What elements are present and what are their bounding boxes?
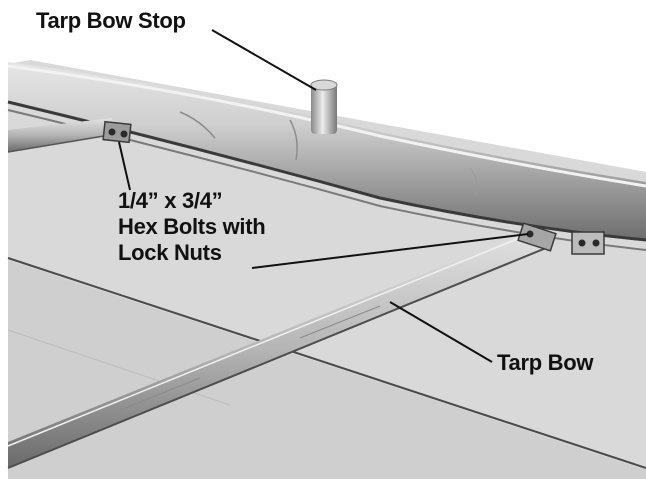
tarp-bow	[8, 230, 546, 468]
leader-line-stop	[211, 29, 317, 91]
tarp-seam-line	[7, 257, 646, 469]
rail-bracket-plate	[571, 231, 605, 255]
left-tarp-bow	[8, 118, 116, 152]
hex-bolts-label-line2: Hex Bolts with	[118, 214, 266, 239]
tarp-bow-label: Tarp Bow	[497, 350, 594, 375]
tarp-bow-stop-label: Tarp Bow Stop	[36, 8, 186, 33]
tarp-bow-stop-post	[311, 84, 337, 134]
side-rail	[8, 62, 646, 240]
hex-bolts-label-line3: Lock Nuts	[118, 240, 222, 265]
leader-line-bolts-left	[118, 141, 131, 191]
hex-bolts-label-line1: 1/4” x 3/4”	[118, 188, 223, 213]
leader-line-bolts-right	[251, 233, 529, 269]
right-bow-bracket	[517, 222, 557, 252]
leader-line-bow	[389, 301, 493, 363]
hex-bolts-label: 1/4” x 3/4” Hex Bolts with Lock Nuts	[118, 188, 266, 266]
